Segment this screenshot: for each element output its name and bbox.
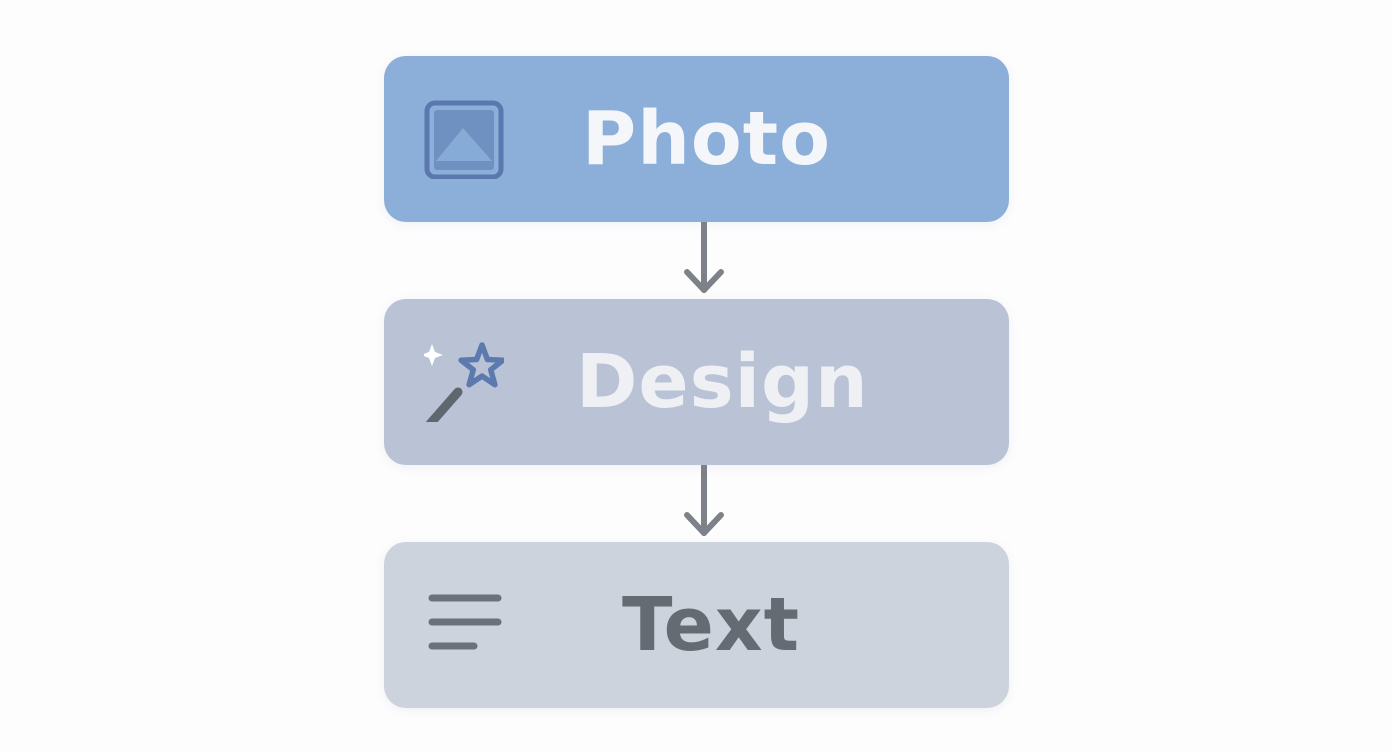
magic-wand-icon: [424, 342, 504, 422]
arrow-down-icon: [684, 465, 724, 536]
arrow-down-icon: [684, 222, 724, 293]
step-text-box: Text: [384, 542, 1009, 708]
step-photo-box: Photo: [384, 56, 1009, 222]
image-icon: [424, 100, 504, 179]
step-label-text: Text: [622, 582, 800, 668]
text-lines-icon: [428, 594, 502, 650]
step-label-photo: Photo: [582, 96, 831, 182]
step-design-box: Design: [384, 299, 1009, 465]
step-label-design: Design: [576, 339, 869, 425]
